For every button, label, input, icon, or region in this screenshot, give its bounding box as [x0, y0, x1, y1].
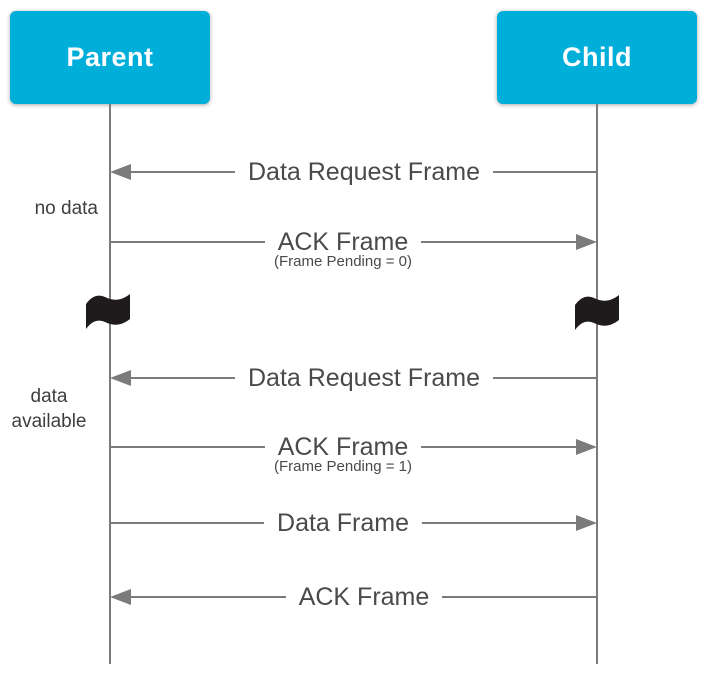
message-line — [131, 596, 286, 598]
message-label: ACK Frame — [277, 228, 409, 256]
message-label: ACK Frame — [277, 433, 409, 461]
message-label-block: Data Request Frame — [235, 361, 493, 395]
message-subtitle: (Frame Pending = 1) — [274, 458, 412, 475]
message-line — [421, 241, 576, 243]
actor-box-parent: Parent — [10, 11, 210, 104]
arrowhead-left-icon — [110, 370, 131, 386]
message-data-frame: Data Frame — [110, 506, 598, 540]
message-label-block: Data Request Frame — [235, 155, 493, 189]
arrowhead-right-icon — [576, 515, 598, 531]
message-subtitle: (Frame Pending = 0) — [274, 253, 412, 270]
message-line — [110, 446, 265, 448]
actor-child-label: Child — [562, 42, 632, 72]
message-label-block: Data Frame — [264, 506, 422, 540]
lifeline-child — [596, 104, 598, 664]
message-line — [442, 596, 597, 598]
message-line — [493, 171, 598, 173]
message-label-block: ACK Frame (Frame Pending = 0) — [265, 225, 422, 270]
side-note-data-available: data available — [0, 384, 98, 434]
message-label: ACK Frame — [298, 583, 430, 611]
arrowhead-right-icon — [576, 439, 597, 455]
message-line — [493, 377, 598, 379]
message-line — [421, 446, 576, 448]
arrowhead-left-icon — [110, 589, 131, 605]
arrowhead-right-icon — [576, 234, 597, 250]
side-note-data-available-line2: available — [11, 411, 87, 432]
message-line — [422, 522, 577, 524]
actor-parent-label: Parent — [66, 42, 154, 72]
message-label: Data Request Frame — [247, 364, 481, 392]
message-ack-frame-2: ACK Frame (Frame Pending = 1) — [110, 430, 597, 475]
message-line — [131, 377, 235, 379]
arrowhead-left-icon — [110, 164, 131, 180]
side-note-data-available-line1: data — [30, 386, 68, 407]
side-note-no-data: no data — [34, 198, 98, 219]
message-label-block: ACK Frame (Frame Pending = 1) — [265, 430, 422, 475]
time-break-flag-icon — [86, 294, 130, 329]
actor-box-child: Child — [497, 11, 697, 104]
time-break-flag-icon — [575, 295, 619, 330]
message-line — [110, 241, 265, 243]
message-label-block: ACK Frame — [286, 580, 443, 614]
message-line — [110, 522, 265, 524]
message-data-request-frame-1: Data Request Frame — [110, 155, 598, 189]
message-label: Data Frame — [277, 509, 409, 537]
message-ack-frame-1: ACK Frame (Frame Pending = 0) — [110, 225, 597, 270]
message-label: Data Request Frame — [247, 158, 481, 186]
message-line — [131, 171, 235, 173]
message-ack-frame-3: ACK Frame — [110, 580, 597, 614]
message-data-request-frame-2: Data Request Frame — [110, 361, 598, 395]
